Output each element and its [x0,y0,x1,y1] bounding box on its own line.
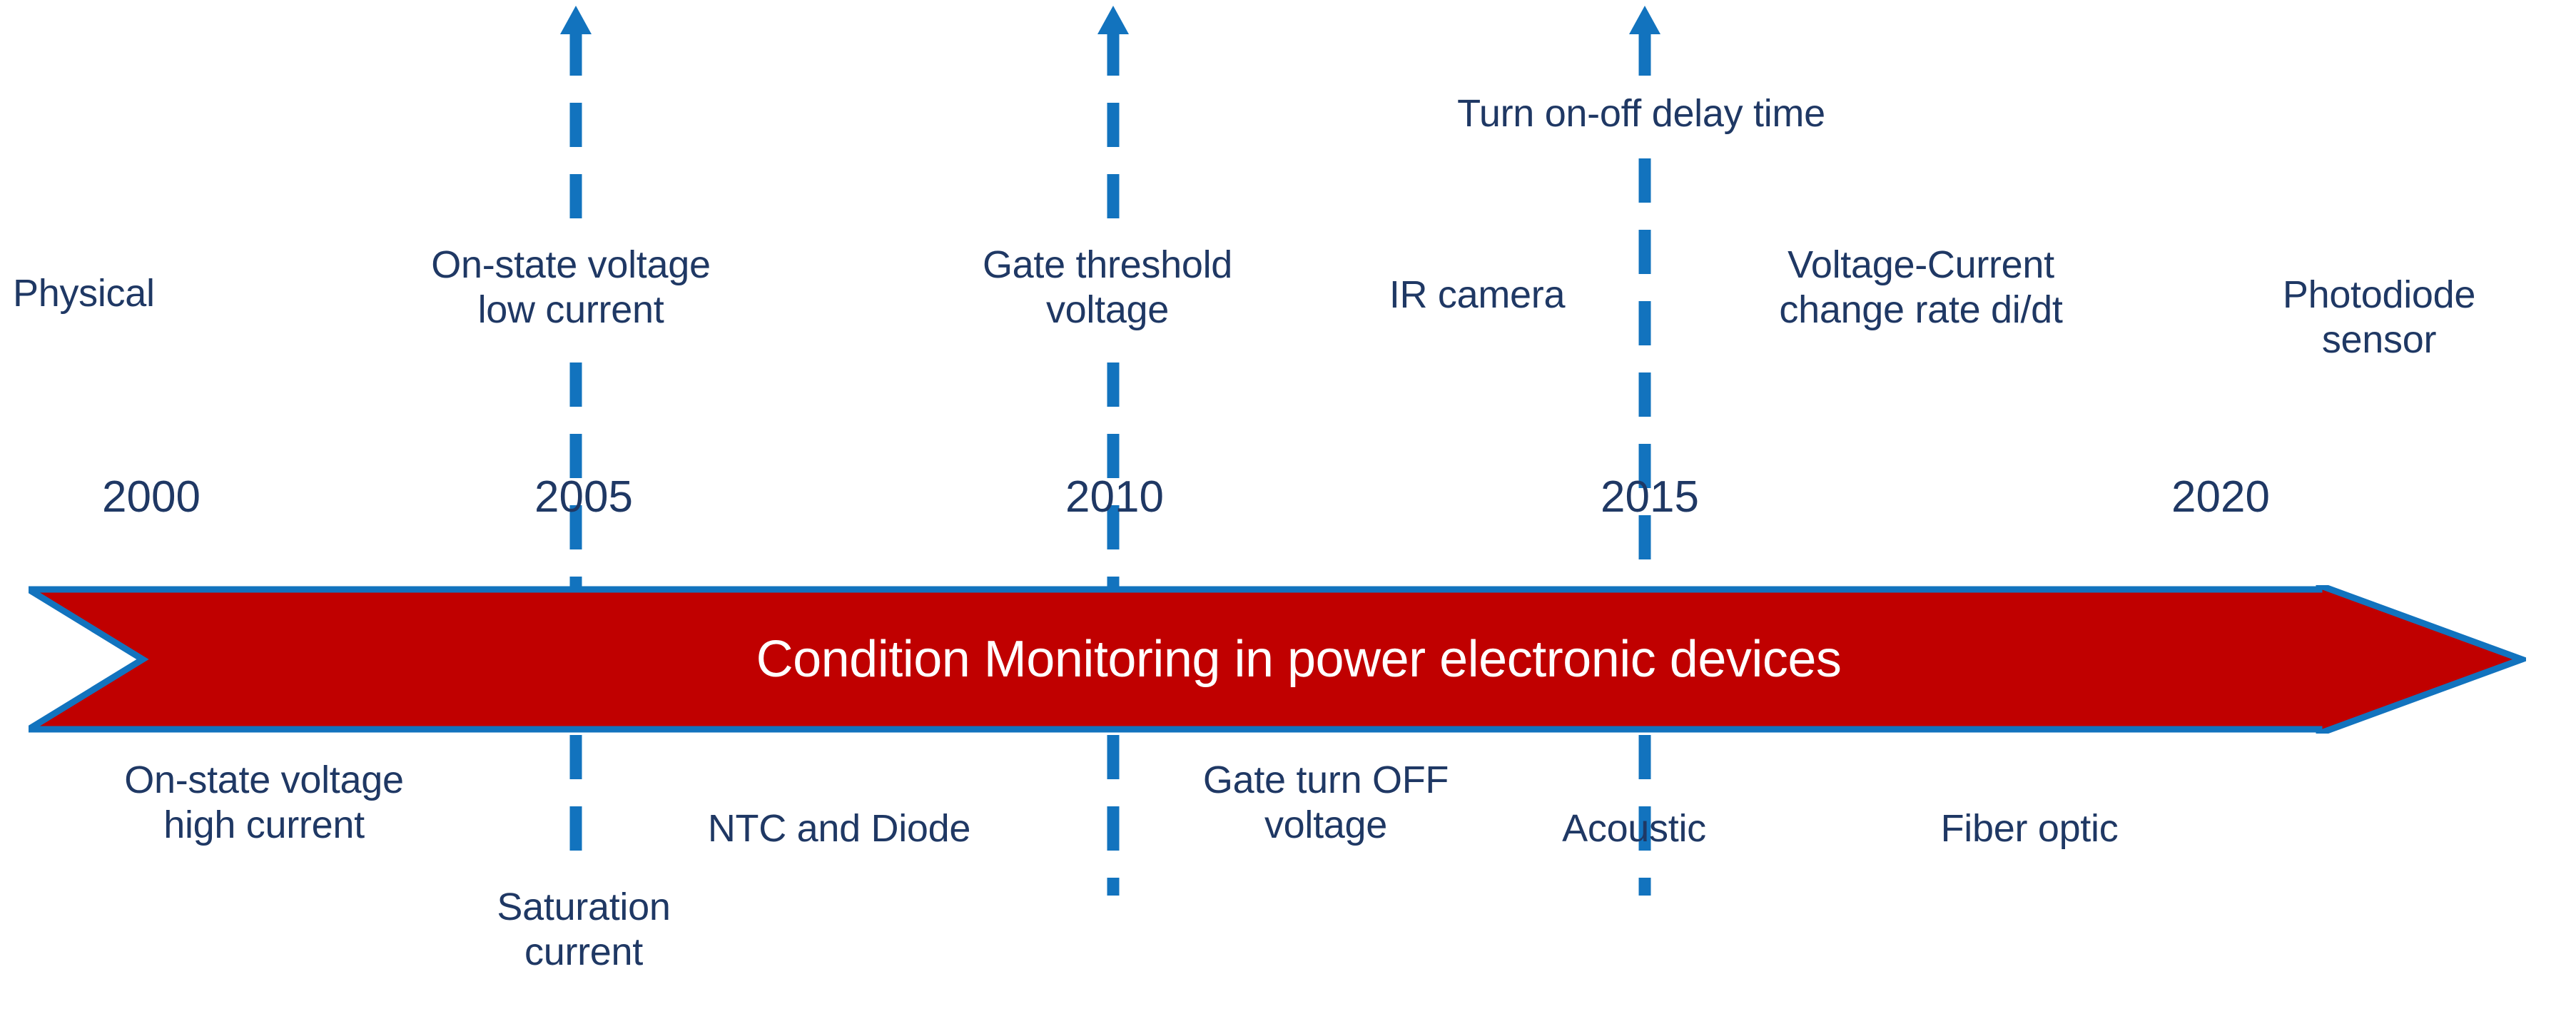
banner-arrow-shape [29,585,2526,734]
label-turn-on-off-delay-time: Turn on-off delay time [1457,92,1825,135]
label-gate-turn-off-voltage: Gate turn OFF voltage [1202,759,1449,846]
year-label-2015: 2015 [1601,472,1699,522]
year-label-2010: 2010 [1065,472,1164,522]
label-on-state-voltage-high-current: On-state voltage high current [124,759,404,846]
tick-line-2015-mid [1638,158,1651,591]
label-gate-threshold-voltage: Gate threshold voltage [982,243,1233,331]
year-label-2000: 2000 [102,472,201,522]
tick-line-2015-upper [1638,31,1651,92]
tick-line-2010-lower [1107,735,1120,896]
tick-line-2005-mid [569,362,582,591]
label-photodiode-sensor: Photodiode sensor [2282,273,2476,361]
tick-line-2010-mid [1107,362,1120,591]
label-saturation-current: Saturation current [497,886,671,973]
label-acoustic: Acoustic [1562,807,1706,850]
label-physical: Physical [13,272,155,315]
year-label-2005: 2005 [534,472,633,522]
timeline-banner-arrow: Condition Monitoring in power electronic… [29,585,2526,734]
tick-arrowhead-2015 [1629,6,1660,34]
label-on-state-voltage-low-current: On-state voltage low current [431,243,711,331]
tick-arrowhead-2010 [1097,6,1129,34]
tick-line-2005-upper [569,31,582,242]
tick-line-2010-upper [1107,31,1120,242]
tick-arrowhead-2005 [560,6,592,34]
tick-line-2005-lower [569,735,582,855]
label-fiber-optic: Fiber optic [1940,807,2119,850]
label-ntc-and-diode: NTC and Diode [707,807,971,850]
year-label-2020: 2020 [2171,472,2270,522]
tick-line-2015-lower [1638,735,1651,896]
label-ir-camera: IR camera [1389,273,1566,316]
label-voltage-current-change-rate: Voltage-Current change rate di/dt [1779,243,2063,331]
